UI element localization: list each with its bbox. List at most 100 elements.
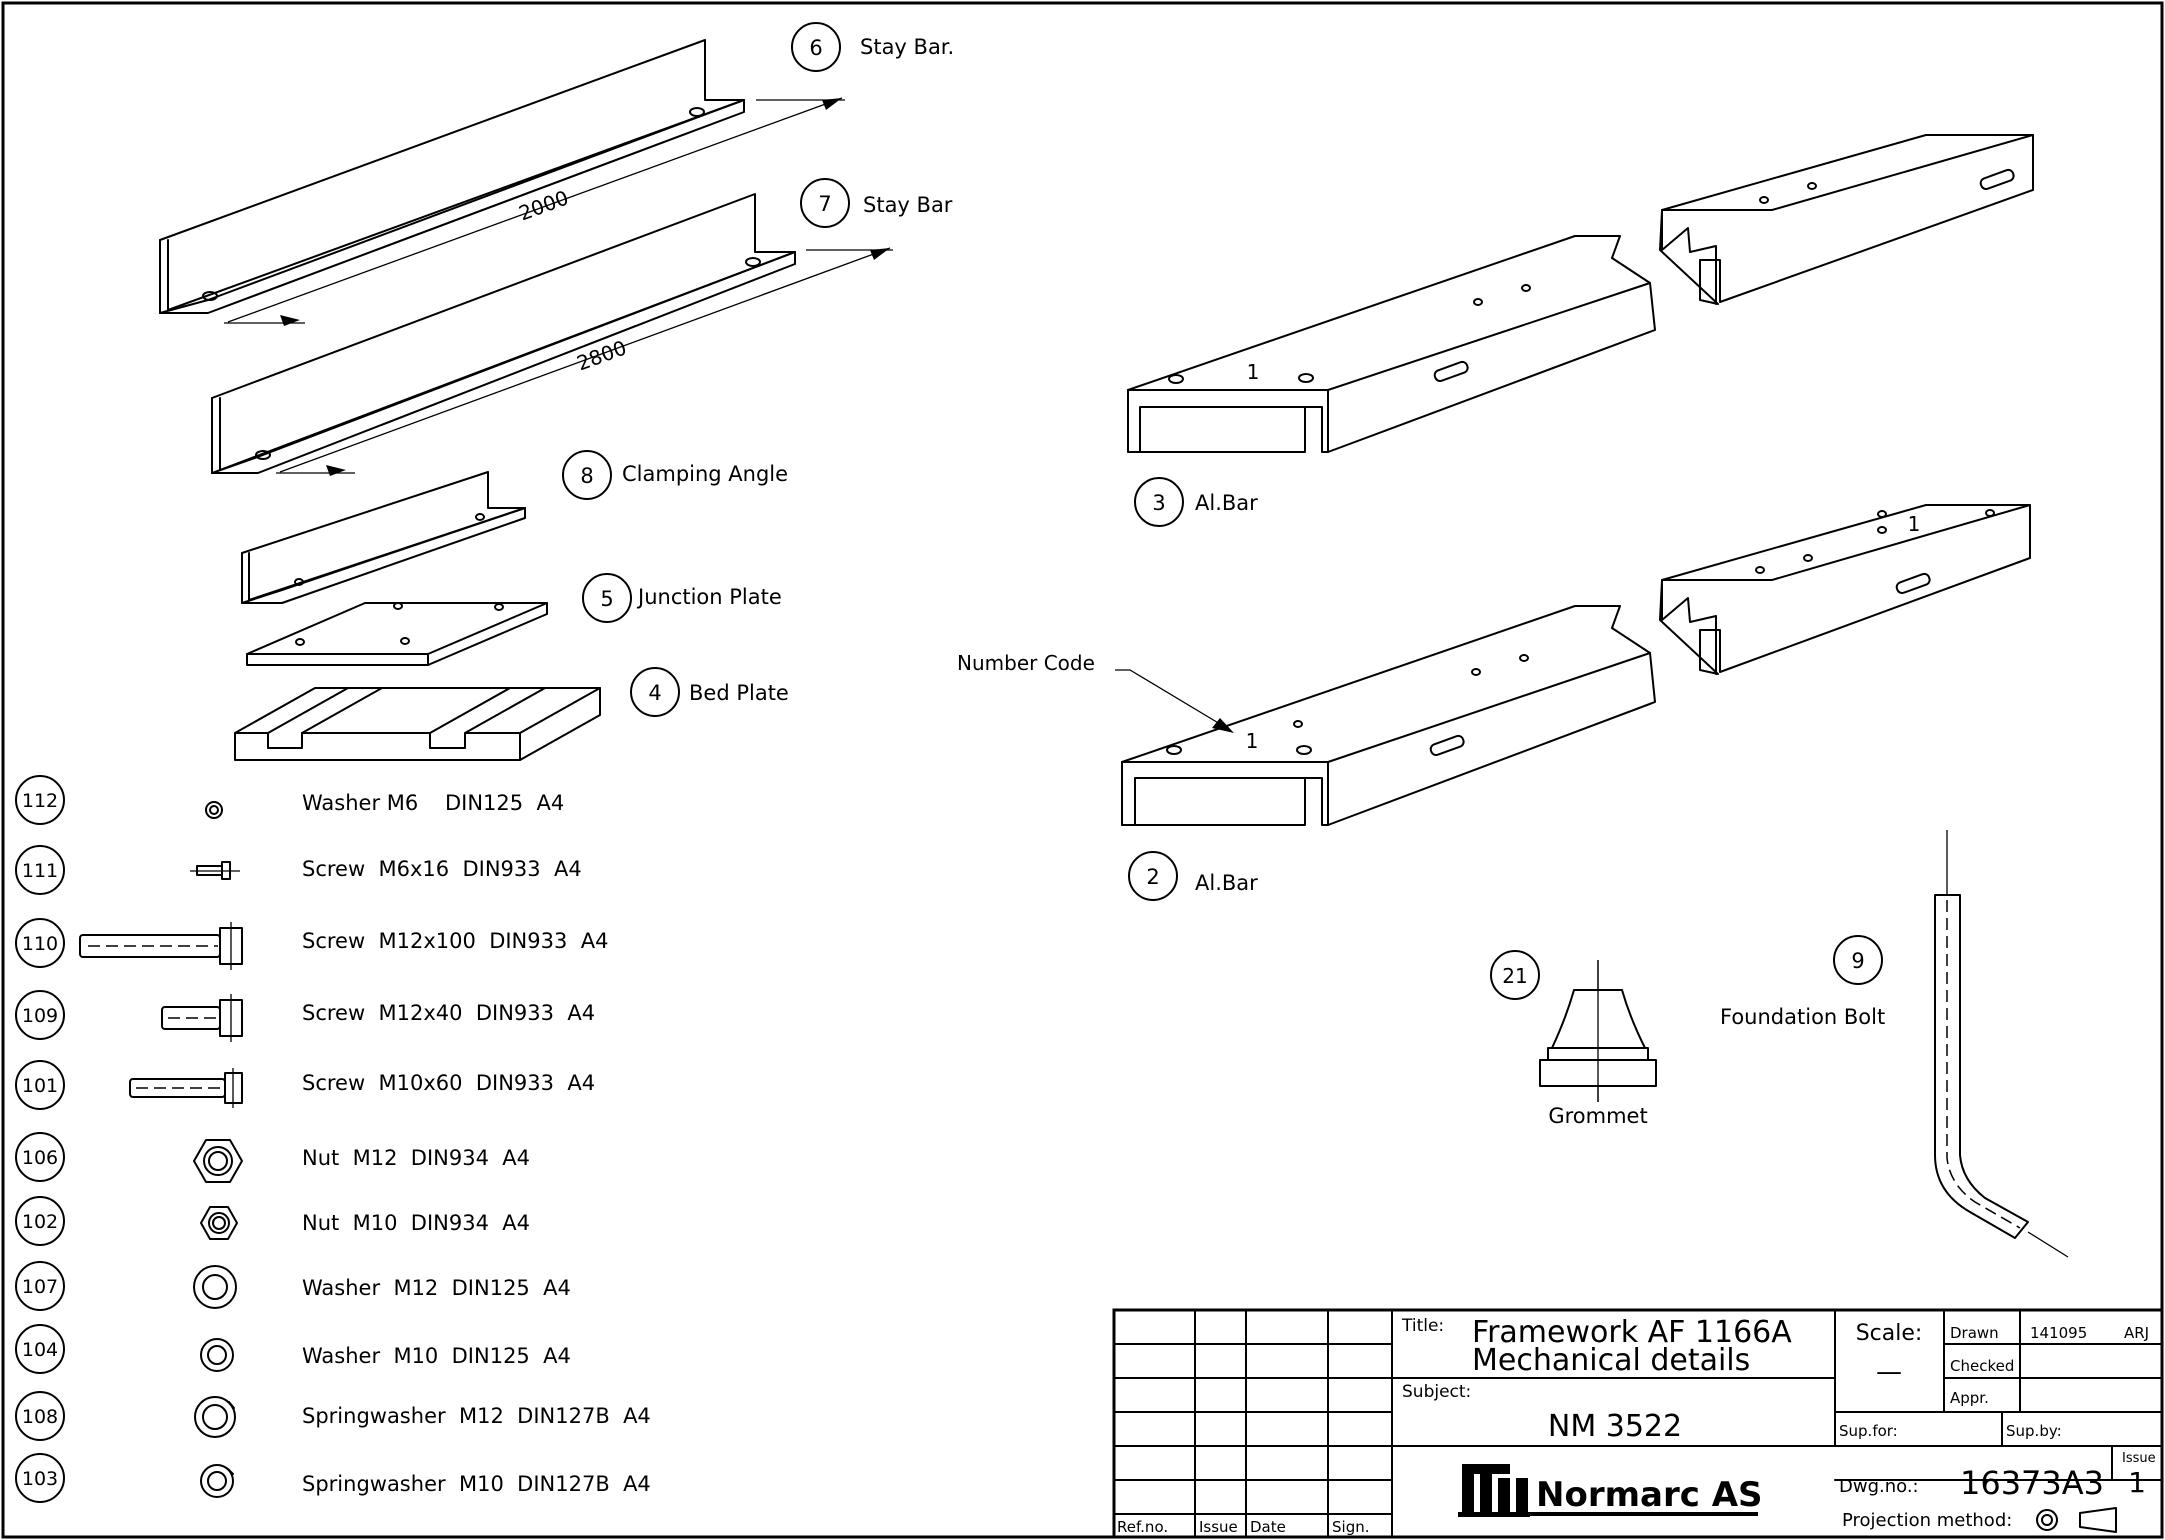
svg-text:7: 7 (818, 192, 831, 216)
al-bar-2-drawing (1121, 504, 2031, 826)
svg-text:Springwasher M10 DIN127B A4: Springwasher M10 DIN127B A4 (302, 1472, 651, 1496)
rev-header-refno: Ref.no. (1117, 1518, 1168, 1536)
svg-text:Screw M12x100 DIN933 A4: Screw M12x100 DIN933 A4 (302, 929, 608, 953)
svg-text:104: 104 (22, 1339, 58, 1361)
svg-text:Screw M10x60 DIN933 A4: Screw M10x60 DIN933 A4 (302, 1071, 595, 1095)
screw-m6x16-drawing (190, 861, 240, 880)
drawn-label: Drawn (1950, 1324, 1999, 1342)
washer-m10-drawing (200, 1338, 234, 1372)
svg-text:Washer M12 DIN125 A4: Washer M12 DIN125 A4 (302, 1276, 571, 1300)
part-row: 102 Nut M10 DIN934 A4 (15, 1196, 530, 1246)
callout-21: 21 Grommet (1490, 950, 1648, 1128)
svg-text:Screw M12x40 DIN933 A4: Screw M12x40 DIN933 A4 (302, 1001, 595, 1025)
svg-text:106: 106 (22, 1147, 58, 1169)
grommet-drawing (1539, 960, 1657, 1102)
part-row: 112 Washer M6 DIN125 A4 (15, 775, 564, 825)
svg-text:4: 4 (648, 681, 661, 705)
title-line-1: Framework AF 1166A (1472, 1315, 1792, 1350)
nut-m10-drawing (200, 1206, 238, 1240)
svg-text:Al.Bar: Al.Bar (1195, 491, 1258, 515)
svg-text:Washer M10 DIN125 A4: Washer M10 DIN125 A4 (302, 1344, 571, 1368)
callout-5: 5 Junction Plate (582, 573, 782, 623)
issue-label: Issue (2122, 1451, 2156, 1466)
stay-bar-7-drawing (211, 193, 893, 476)
part-row: 107 Washer M12 DIN125 A4 (15, 1261, 571, 1311)
number-code-arrow (1212, 718, 1234, 733)
svg-text:110: 110 (22, 933, 58, 955)
title-line-2: Mechanical details (1472, 1343, 1750, 1378)
dimension-2800: 2800 (574, 335, 630, 375)
part-row: 108 Springwasher M12 DIN127B A4 (15, 1391, 651, 1441)
scale-label: Scale: (1856, 1321, 1923, 1346)
washer-m6-drawing (205, 801, 223, 819)
clamping-angle-drawing (241, 471, 526, 604)
issue-value: 1 (2128, 1466, 2146, 1499)
callout-6: 6 Stay Bar. (791, 22, 954, 72)
appr-label: Appr. (1950, 1389, 1989, 1407)
part-row: 111 Screw M6x16 DIN933 A4 (15, 845, 582, 895)
bar-2-mark: 1 (1246, 729, 1259, 753)
part-row: 110 Screw M12x100 DIN933 A4 (15, 918, 608, 968)
svg-text:111: 111 (22, 860, 58, 882)
svg-text:102: 102 (22, 1211, 58, 1233)
svg-text:Clamping Angle: Clamping Angle (622, 462, 788, 486)
svg-text:6: 6 (809, 36, 822, 60)
screw-m12x100-drawing (79, 922, 243, 970)
parts-list: 112 Washer M6 DIN125 A4 111 Screw M6x16 … (15, 775, 651, 1503)
svg-text:Washer M6 DIN125 A4: Washer M6 DIN125 A4 (302, 791, 564, 815)
drawn-by: ARJ (2124, 1324, 2149, 1342)
dwg-value: 16373A3 (1960, 1464, 2104, 1502)
svg-text:109: 109 (22, 1005, 58, 1027)
dwg-label: Dwg.no.: (1839, 1476, 1919, 1497)
callout-3: 3 Al.Bar (1134, 477, 1258, 527)
foundation-bolt-drawing (1934, 830, 2069, 1258)
svg-text:108: 108 (22, 1406, 58, 1428)
title-label: Title: (1401, 1316, 1444, 1336)
number-code-leader (1115, 669, 1231, 731)
supby-label: Sup.by: (2006, 1422, 2062, 1440)
svg-text:8: 8 (580, 464, 593, 488)
svg-text:Foundation Bolt: Foundation Bolt (1720, 1005, 1885, 1029)
svg-text:Springwasher M12 DIN127B A4: Springwasher M12 DIN127B A4 (302, 1404, 651, 1428)
normarc-logo (1458, 1464, 1758, 1517)
rev-header-sign: Sign. (1332, 1518, 1370, 1536)
callout-4: 4 Bed Plate (630, 667, 789, 717)
rev-header-issue: Issue (1199, 1518, 1238, 1536)
bed-plate-drawing (234, 687, 601, 761)
svg-text:Bed Plate: Bed Plate (689, 681, 789, 705)
stay-bar-6-drawing (159, 39, 845, 326)
bar-2-right-mark: 1 (1908, 512, 1921, 536)
callout-7: 7 Stay Bar (800, 178, 953, 228)
al-bar-3-drawing (1127, 134, 2034, 453)
part-row: 109 Screw M12x40 DIN933 A4 (15, 990, 595, 1040)
svg-text:5: 5 (600, 587, 613, 611)
subject-label: Subject: (1402, 1382, 1471, 1402)
svg-text:Al.Bar: Al.Bar (1195, 871, 1258, 895)
svg-text:Junction Plate: Junction Plate (636, 585, 782, 609)
svg-text:9: 9 (1851, 949, 1864, 973)
svg-text:107: 107 (22, 1276, 58, 1298)
svg-text:Screw M6x16 DIN933 A4: Screw M6x16 DIN933 A4 (302, 857, 582, 881)
svg-text:2: 2 (1146, 865, 1159, 889)
screw-m10x60-drawing (129, 1068, 243, 1108)
svg-text:Nut M10 DIN934 A4: Nut M10 DIN934 A4 (302, 1211, 530, 1235)
springwasher-m10-drawing (200, 1464, 234, 1498)
springwasher-m12-drawing (194, 1396, 236, 1438)
part-row: 103 Springwasher M10 DIN127B A4 (15, 1453, 651, 1503)
callout-2: 2 Al.Bar (1128, 851, 1258, 901)
part-row: 106 Nut M12 DIN934 A4 (15, 1132, 530, 1182)
bar-3-mark: 1 (1247, 360, 1260, 384)
washer-m12-drawing (193, 1265, 237, 1309)
screw-m12x40-drawing (161, 994, 243, 1042)
title-block: Ref.no. Issue Date Sign. Title: Framewor… (1112, 1308, 2164, 1539)
svg-text:3: 3 (1152, 491, 1165, 515)
number-code-label: Number Code (957, 651, 1095, 675)
svg-text:101: 101 (22, 1075, 58, 1097)
scale-value: — (1876, 1357, 1902, 1387)
part-row: 104 Washer M10 DIN125 A4 (15, 1324, 571, 1374)
svg-text:112: 112 (22, 790, 58, 812)
callout-8: 8 Clamping Angle (562, 450, 788, 500)
svg-text:Stay Bar.: Stay Bar. (860, 35, 954, 59)
